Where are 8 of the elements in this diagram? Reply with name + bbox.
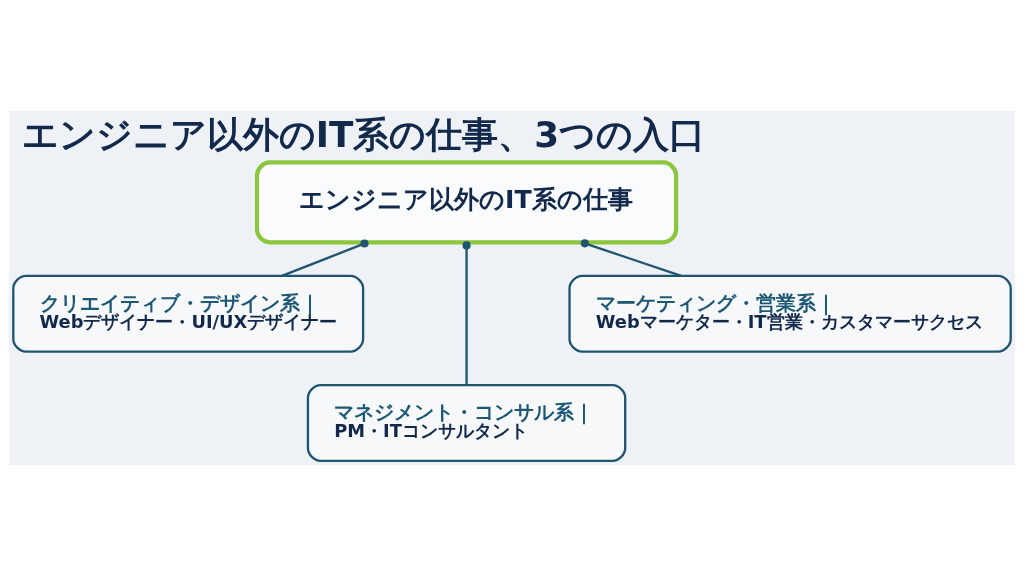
connector (462, 241, 471, 386)
node-box: マーケティング・営業系｜ Webマーケター・IT営業・カスタマーサクセス (568, 274, 1012, 353)
node-box: エンジニア以外のIT系の仕事 (254, 160, 679, 245)
connector (281, 239, 369, 277)
connector (580, 239, 682, 277)
node-box: マネジメント・コンサル系｜ PM・ITコンサルタント (306, 384, 627, 462)
node-box: クリエイティブ・デザイン系｜ Webデザイナー・UI/UXデザイナー (12, 274, 365, 353)
diagram-title: エンジニア以外のIT系の仕事、3つの入口 (21, 113, 706, 155)
